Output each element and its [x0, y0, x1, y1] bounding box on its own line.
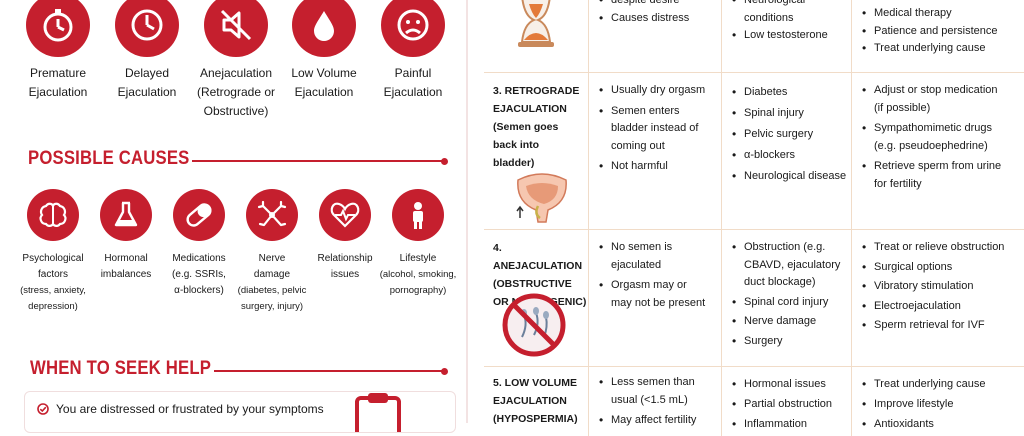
cause-item: Spinal injury	[732, 103, 846, 124]
brain-icon	[27, 189, 79, 241]
check-icon	[37, 403, 49, 415]
cause-label: Medications(e.g. SSRIs,α-blockers)	[172, 253, 226, 296]
clipboard-icon	[355, 393, 401, 432]
symptom-item: No semen is ejaculated	[599, 239, 709, 274]
cause-item: Pelvic surgery	[732, 124, 846, 145]
treatment-item: Sympathomimetic drugs (e.g. pseudoephedr…	[862, 120, 1002, 155]
panel-divider	[466, 0, 468, 423]
help-box: You are distressed or frustrated by your…	[24, 391, 456, 433]
no-sperm-icon	[502, 293, 566, 357]
table-row: despite desire Causes distress Neurologi…	[484, 0, 1024, 73]
cause-item: Partial obstruction	[732, 394, 832, 414]
heart-pulse-icon	[319, 189, 371, 241]
treatment-item: Adjust or stop medication (if possible)	[862, 82, 1002, 117]
treatment-item: Retrieve sperm from urine for fertility	[862, 158, 1002, 193]
rule-dot	[441, 157, 448, 165]
title-rule	[192, 160, 444, 162]
symptom-item: Less semen than usual (<1.5 mL)	[599, 374, 709, 409]
treatment-item: Surgical options	[862, 259, 1012, 277]
bladder-icon	[516, 173, 567, 223]
treatment-item: Treat underlying cause	[862, 374, 986, 394]
cause-item: Diabetes	[732, 82, 846, 103]
sad-face-icon	[381, 0, 445, 57]
symptom-item: Usually dry orgasm	[599, 82, 711, 100]
cause-label: Lifestyle(alcohol, smoking,pornography)	[379, 253, 457, 296]
help-title: WHEN TO SEEK HELP	[30, 358, 212, 379]
cause-item: α-blockers	[732, 145, 846, 166]
clock-icon	[115, 0, 179, 57]
treatment-item: Antioxidants	[862, 414, 986, 434]
cause-item: Nerve damage	[732, 313, 844, 331]
treatment-item: Treat underlying cause	[862, 40, 998, 58]
treatment-item: Medical therapy	[862, 5, 998, 23]
symptom-item: Orgasm may or may not be present	[599, 277, 709, 312]
hourglass-icon	[518, 0, 554, 47]
treatment-item: Vibratory stimulation	[862, 278, 1012, 296]
cause-item: Obstruction (e.g. CBAVD, ejaculatory duc…	[732, 239, 844, 292]
cause-item: Neurological conditions	[732, 0, 851, 27]
rule-dot	[441, 367, 448, 375]
pill-icon	[173, 189, 225, 241]
help-item: You are distressed or frustrated by your…	[37, 402, 324, 416]
title-rule	[214, 370, 444, 372]
stopwatch-icon	[26, 0, 90, 57]
muted-speaker-icon	[204, 0, 268, 57]
treatment-item: Sperm retrieval for IVF	[862, 317, 1012, 335]
cause-item: Surgery	[732, 333, 844, 351]
cause-item: Hormonal issues	[732, 374, 832, 394]
cause-item: Spinal cord injury	[732, 294, 844, 312]
causes-title: POSSIBLE CAUSES	[28, 148, 190, 169]
treatment-item: Patience and persistence	[862, 23, 998, 41]
cause-item: Low testosterone	[732, 27, 851, 45]
cause-item: Neurological disease	[732, 166, 846, 187]
symptom-item: Not harmful	[599, 158, 711, 176]
symptom-item: Causes distress	[599, 10, 689, 28]
nerve-icon	[246, 189, 298, 241]
types-table: despite desire Causes distress Neurologi…	[484, 0, 1024, 436]
flask-icon	[100, 189, 152, 241]
treatment-item: Electroejaculation	[862, 298, 1012, 316]
treatment-item: Improve lifestyle	[862, 394, 986, 414]
drop-icon	[292, 0, 356, 57]
symptom-item: Semen enters bladder instead of coming o…	[599, 103, 711, 156]
symptom-item: May affect fertility	[599, 412, 709, 430]
symptom-item: despite desire	[599, 0, 689, 10]
treatment-item: Treat or relieve obstruction	[862, 239, 1012, 257]
cause-item: Inflammation	[732, 414, 832, 434]
person-icon	[392, 189, 444, 241]
